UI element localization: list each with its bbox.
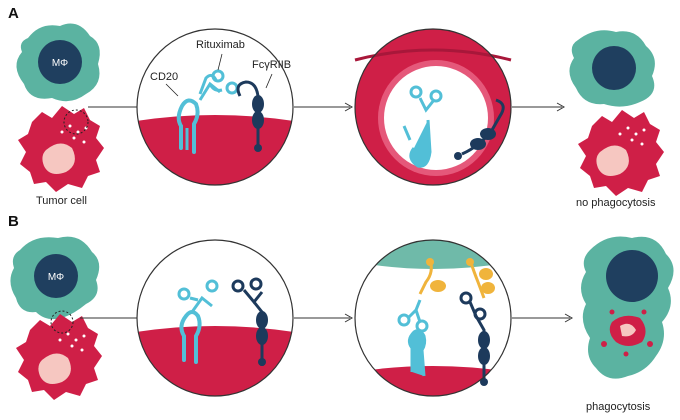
fc-receptors-macrophage	[418, 258, 495, 299]
arrow-b2-to-outcome	[512, 313, 574, 323]
zoom-circle-a1-border	[136, 28, 294, 186]
outcome-a-macrophage	[569, 30, 655, 107]
macrophage-b-nucleus	[34, 254, 78, 298]
cd20-molecule-a1	[176, 98, 200, 154]
panel-b: B MΦ	[8, 213, 674, 413]
zoom-circle-b1	[136, 239, 294, 397]
fcgriib-label: FcγRIIB	[252, 59, 291, 71]
rituximab-antibody-a1	[198, 69, 239, 101]
cd20-rituximab-b2	[397, 299, 429, 377]
panel-letter-a: A	[8, 5, 19, 22]
panel-a: A MΦ Tumor cell	[8, 5, 664, 209]
macrophage-membrane-b2	[355, 240, 511, 269]
fcgriib-pointer	[265, 73, 273, 89]
internalized-cd20-rituximab	[402, 85, 443, 168]
fcgriib-receptor-b1	[231, 277, 268, 366]
cd20-rituximab-b1	[177, 279, 219, 364]
tumor-cell-a-nucleus	[42, 143, 75, 174]
macrophage-b-label: MΦ	[48, 272, 64, 283]
macrophage-a-nucleus	[38, 40, 82, 84]
outcome-b-label: phagocytosis	[586, 401, 651, 413]
endosome-lumen	[384, 66, 488, 170]
macrophage-a-label: MΦ	[52, 58, 68, 69]
outcome-a-label: no phagocytosis	[576, 197, 656, 209]
tumor-cell-a-dots	[60, 124, 88, 144]
zoom-circle-a1: Rituximab CD20 FcγRIIB	[136, 28, 294, 186]
cd20-label: CD20	[150, 71, 178, 83]
fcgriib-receptor-b2	[459, 291, 490, 386]
tumor-cell-b-zoom-marker	[50, 310, 74, 334]
rituximab-label: Rituximab	[196, 39, 245, 51]
panel-letter-b: B	[8, 213, 19, 230]
zoom-circle-a2-border	[354, 28, 512, 186]
arrow-a2-to-outcome	[512, 102, 566, 112]
macrophage-b: MΦ	[10, 236, 100, 320]
internalized-fcgriib	[454, 98, 505, 160]
cd20-pointer	[165, 83, 179, 97]
tumor-cell-b	[16, 310, 102, 400]
outcome-a-tumor-cell	[578, 110, 664, 196]
rituximab-pointer	[217, 53, 223, 71]
zoom-circle-b2	[354, 239, 512, 397]
fcgriib-receptor-a1	[236, 80, 264, 152]
outcome-b-engulfed-tumor	[601, 309, 653, 357]
arrow-b1-to-b2	[294, 313, 354, 323]
outcome-b-phagocytosis	[581, 236, 674, 379]
macrophage-a: MΦ	[16, 23, 100, 102]
zoom-circle-a2	[354, 28, 512, 186]
tumor-cell-a-zoom-marker	[63, 109, 89, 135]
arrow-a1-to-a2	[294, 102, 354, 112]
tumor-cell-a: Tumor cell	[18, 106, 104, 207]
tumor-cell-label: Tumor cell	[36, 195, 87, 207]
outcome-b-macrophage-nucleus	[606, 250, 658, 302]
